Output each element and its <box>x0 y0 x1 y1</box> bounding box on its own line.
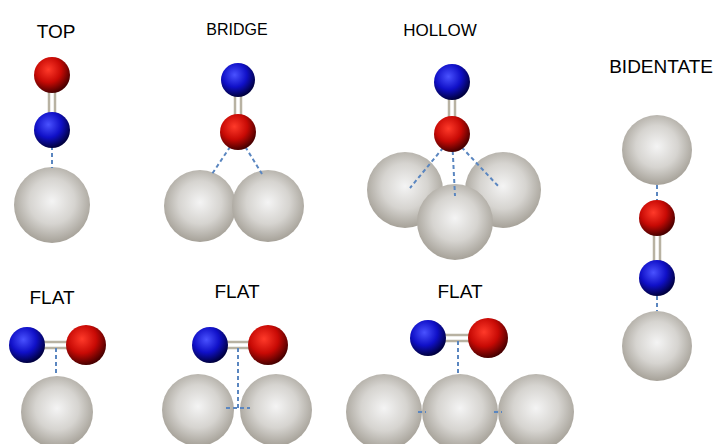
configuration-label: BIDENTATE <box>609 57 713 76</box>
metal-atoms <box>14 115 692 444</box>
configuration-label: FLAT <box>437 282 482 301</box>
adsorption-bonds <box>52 135 657 412</box>
oxygen-atoms <box>34 57 675 365</box>
double-bonds <box>30 80 660 348</box>
configuration-label: FLAT <box>214 282 259 301</box>
nitrogen-atoms <box>9 63 675 363</box>
configuration-label: FLAT <box>29 288 74 307</box>
configuration-label: BRIDGE <box>206 22 267 38</box>
configuration-label: HOLLOW <box>403 22 477 39</box>
configuration-label: TOP <box>37 22 76 41</box>
